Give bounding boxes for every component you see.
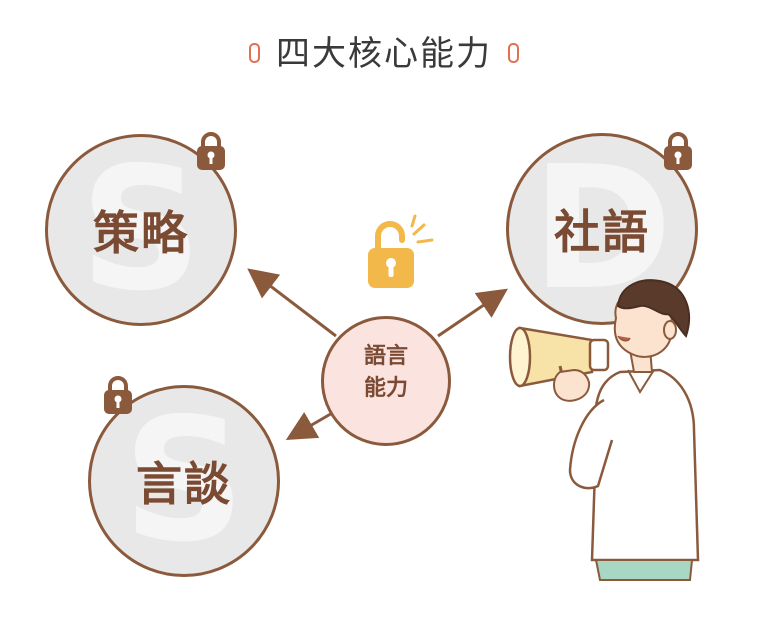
title-left-mark [249,42,260,63]
arrow-to-strategy [247,268,337,338]
center-label-line2: 能力 [363,376,408,401]
center-label: 語言 能力 [324,341,448,405]
title-right-mark [508,42,519,63]
arrow-to-discourse [285,410,335,441]
lock-icon [197,132,225,170]
arrow-to-social [437,288,508,338]
node-discourse-bg-letter: S [122,385,246,577]
node-discourse: S 言談 [88,385,280,577]
center-label-line1: 語言 [363,344,408,369]
lock-icon [664,132,692,170]
node-strategy-label: 策略 [93,206,189,260]
center-node: 語言 能力 [321,316,451,446]
node-strategy-bg-letter: S [79,134,203,326]
page-title: 四大核心能力 [0,26,768,75]
node-discourse-label: 言談 [136,457,232,511]
unlock-icon [368,214,434,288]
lock-icon [104,376,132,414]
node-strategy: S 策略 [45,134,237,326]
title-text: 四大核心能力 [276,34,492,74]
node-social-label: 社語 [554,205,650,259]
person-megaphone-illustration [508,279,700,581]
